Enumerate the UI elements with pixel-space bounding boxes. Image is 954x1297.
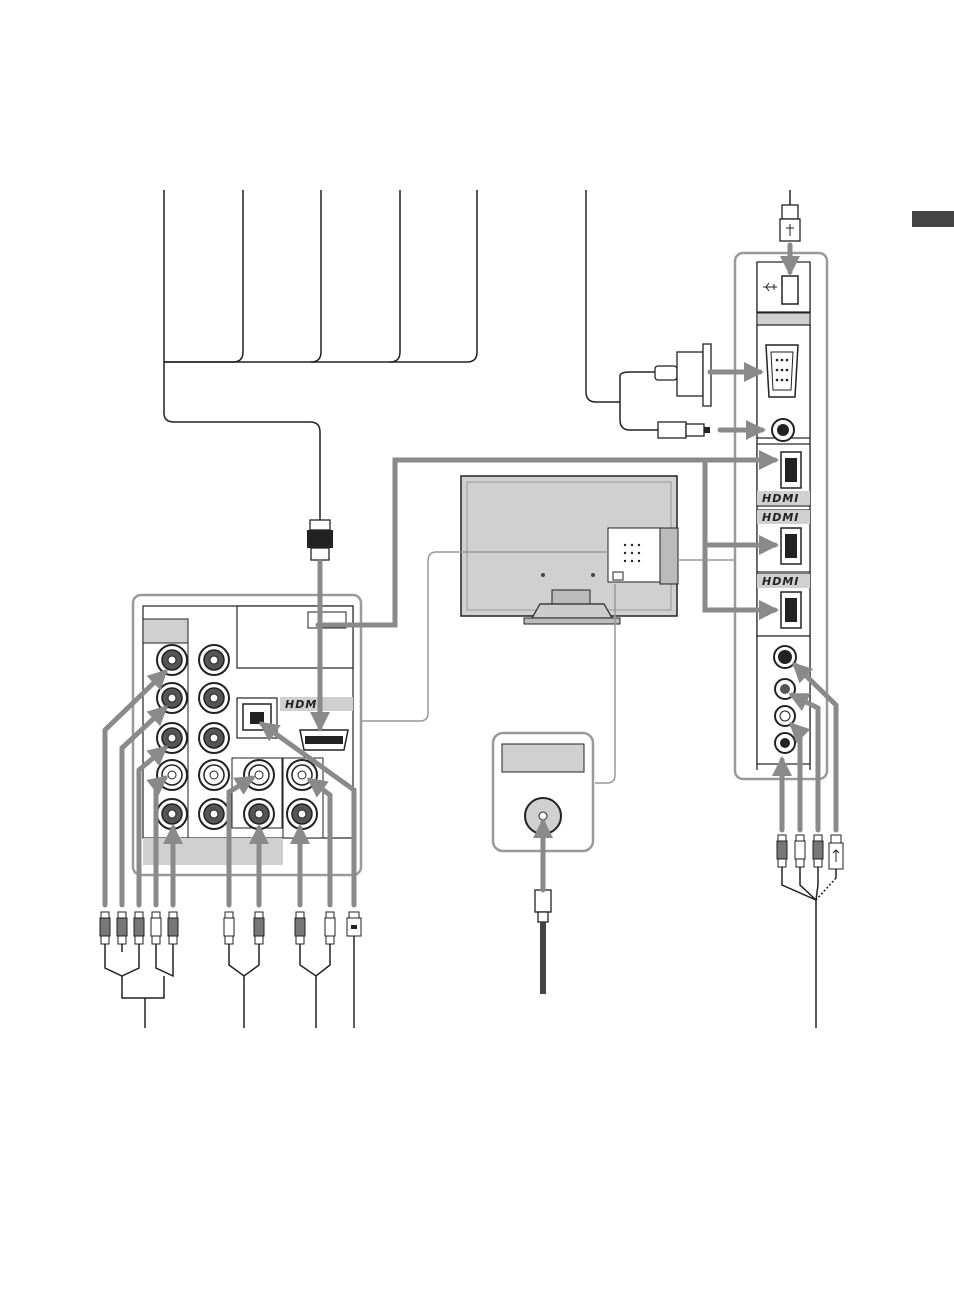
tv-rear-view xyxy=(461,476,678,624)
hdmi-plug-icon xyxy=(307,520,333,560)
hdmi-logo: HDMI xyxy=(285,698,322,711)
coax-plug-icon xyxy=(535,890,551,994)
audio-mini-plug-icon xyxy=(658,422,710,438)
leader-lines-bottom xyxy=(105,875,836,1028)
hdmi-logo: HDMI xyxy=(762,575,799,588)
s-video-plug-icon xyxy=(829,835,843,878)
hdmi-logo: HDMI xyxy=(762,511,799,524)
usb-plug-icon xyxy=(780,205,800,241)
tv-side-panel: HDMI HDMI HDMI xyxy=(735,253,827,779)
optical-plug-icon xyxy=(347,912,361,952)
rear-jack-panel: HDMI xyxy=(133,595,361,875)
hdmi-logo: HDMI xyxy=(762,492,799,505)
vga-connector-icon xyxy=(655,344,711,406)
